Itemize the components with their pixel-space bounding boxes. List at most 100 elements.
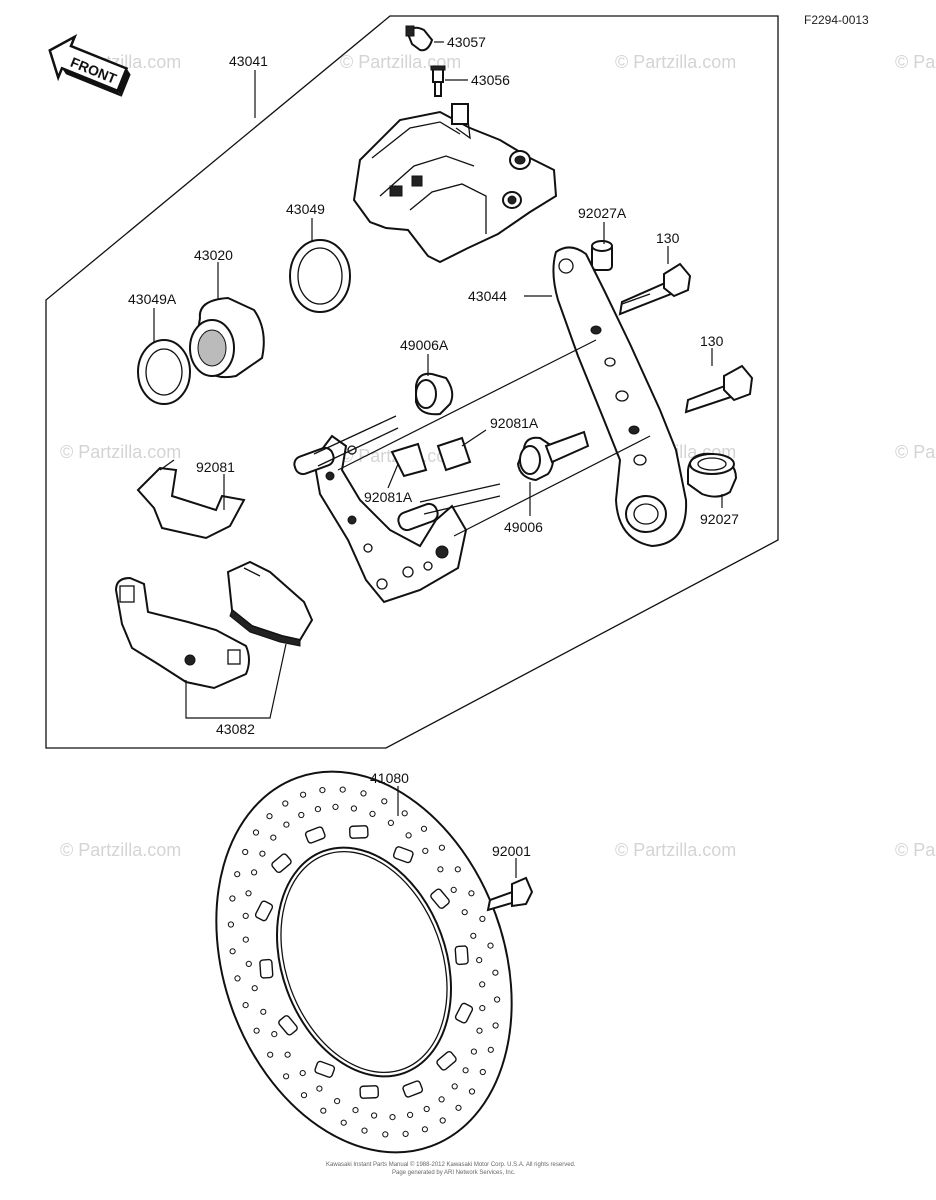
disc-hole <box>470 1048 477 1055</box>
disc-hole <box>492 969 499 976</box>
disc-hole <box>242 912 249 920</box>
copyright-line: Kawasaki Instant Parts Manual © 1988-201… <box>326 1161 576 1168</box>
disc-hole <box>266 813 273 820</box>
caliper-bracket <box>552 246 688 548</box>
brake-disc <box>215 770 513 1154</box>
watermark: © Partzilla.com <box>895 52 936 72</box>
label-130-upper: 130 <box>656 230 680 246</box>
label-43056: 43056 <box>471 72 510 88</box>
disc-slot <box>348 825 369 839</box>
disc-hole <box>271 1031 278 1038</box>
label-92001: 92001 <box>492 843 531 859</box>
disc-hole <box>450 886 457 894</box>
caliper-piston <box>189 296 265 378</box>
disc-hole <box>389 1114 396 1121</box>
disc-hole <box>455 1104 462 1111</box>
bleeder-valve <box>430 65 446 97</box>
disc-hole <box>245 960 252 968</box>
label-43057: 43057 <box>447 34 486 50</box>
label-92081: 92081 <box>196 459 235 475</box>
disc-hole <box>270 834 277 841</box>
disc-hole <box>234 975 241 982</box>
disc-hole <box>369 810 376 818</box>
disc-hole <box>242 936 249 943</box>
disc-hole <box>468 1088 476 1095</box>
disc-slot <box>436 1050 457 1071</box>
disc-hole <box>234 871 241 878</box>
disc-hole <box>454 866 461 873</box>
disc-hole <box>462 1067 469 1074</box>
disc-hole <box>407 1111 414 1119</box>
disc-slot <box>392 846 414 864</box>
collar-large <box>687 452 738 498</box>
disc-hole <box>476 1027 483 1034</box>
disc-hole <box>253 1027 260 1034</box>
caliper-body <box>352 103 558 264</box>
disc-hole <box>479 1005 486 1012</box>
disc-hole <box>245 890 252 897</box>
disc-slot <box>304 826 326 844</box>
watermark: © Partzilla.com <box>60 442 181 462</box>
disc-hole <box>494 996 501 1003</box>
dust-seal <box>137 339 191 405</box>
disc-hole <box>439 1117 446 1124</box>
disc-hole <box>242 1002 249 1009</box>
disc-hole <box>300 1092 308 1099</box>
disc-hole <box>332 803 339 811</box>
collar-small <box>591 240 613 271</box>
disc-hole <box>300 791 307 798</box>
disc-bolt <box>486 876 534 912</box>
disc-hole <box>382 1131 389 1138</box>
disc-hole <box>479 981 486 988</box>
disc-holes <box>227 786 501 1138</box>
label-92027a: 92027A <box>578 205 627 221</box>
disc-hole <box>316 1085 323 1092</box>
copyright-line: Page generated by ARI Network Services, … <box>392 1170 516 1176</box>
disc-slot <box>259 958 274 979</box>
disc-slot <box>430 888 450 909</box>
disc-hole <box>267 1051 274 1058</box>
disc-hole <box>227 921 234 928</box>
piston-seal <box>289 239 351 313</box>
disc-hole <box>487 942 494 949</box>
disc-hole <box>487 1046 494 1053</box>
disc-slot <box>271 853 292 874</box>
disc-hole <box>360 790 367 797</box>
disc-hole <box>229 948 236 955</box>
label-43044: 43044 <box>468 288 507 304</box>
label-92081a-top: 92081A <box>490 415 539 431</box>
disc-hole <box>438 1096 445 1103</box>
label-43049: 43049 <box>286 201 325 217</box>
disc-slot <box>254 900 274 922</box>
disc-hole <box>284 1051 291 1058</box>
disc-hole <box>361 1127 368 1134</box>
pin-boot-upper <box>415 372 454 416</box>
disc-hole <box>252 829 260 836</box>
disc-hole <box>421 1126 428 1133</box>
disc-slot <box>314 1060 336 1078</box>
watermark: © Partzilla.com <box>615 840 736 860</box>
bleeder-cap <box>405 25 434 52</box>
watermark: © Partzilla.com <box>60 840 181 860</box>
disc-hole <box>229 895 236 902</box>
disc-hole <box>340 1119 347 1126</box>
disc-slot <box>454 945 469 966</box>
label-92027: 92027 <box>700 511 739 527</box>
watermark: © Partzilla.com <box>895 840 936 860</box>
disc-hole <box>438 844 445 851</box>
disc-hole <box>319 787 326 794</box>
disc-hole <box>423 1105 430 1113</box>
disc-hole <box>283 1073 290 1080</box>
disc-hole <box>334 1098 341 1105</box>
disc-hole <box>283 821 290 828</box>
disc-hole <box>437 866 444 873</box>
brake-pad-left <box>114 576 250 690</box>
pin-boot-lower <box>516 430 590 482</box>
label-43041: 43041 <box>229 53 268 69</box>
disc-hole <box>251 869 258 876</box>
disc-hole <box>476 957 483 964</box>
disc-hole <box>461 909 468 916</box>
disc-hole <box>251 985 258 992</box>
disc-slot <box>359 1085 380 1099</box>
disc-hole <box>479 1068 486 1076</box>
